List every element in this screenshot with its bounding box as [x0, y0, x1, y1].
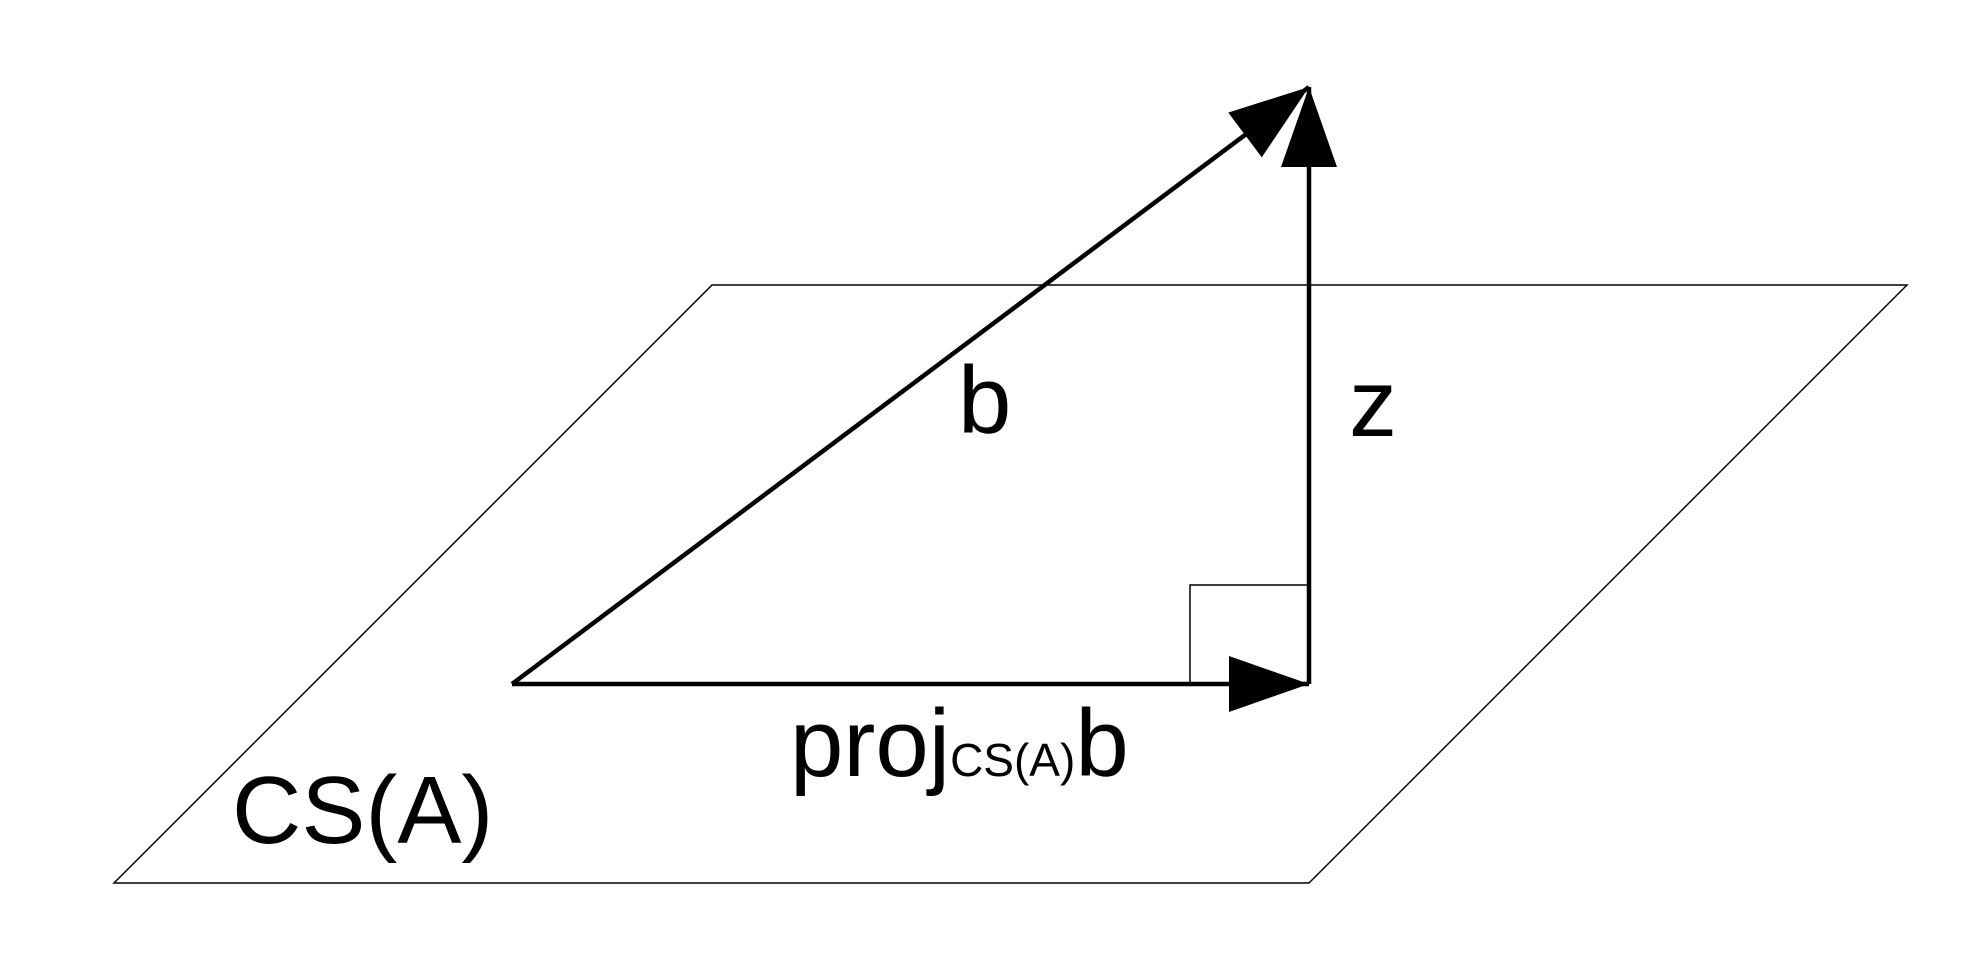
column-space-label: CS(A)	[232, 757, 493, 864]
projection-label: projCS(A)b	[790, 690, 1129, 797]
vector-z-label: z	[1349, 350, 1397, 457]
projection-label-subscript: CS(A)	[950, 734, 1075, 786]
vector-b-label: b	[958, 347, 1011, 454]
vector-b-arrow	[510, 85, 1311, 686]
right-angle-marker	[1189, 584, 1309, 684]
column-space-plane	[112, 284, 1909, 884]
projection-label-prefix: proj	[790, 690, 950, 797]
projection-label-suffix: b	[1075, 690, 1128, 797]
